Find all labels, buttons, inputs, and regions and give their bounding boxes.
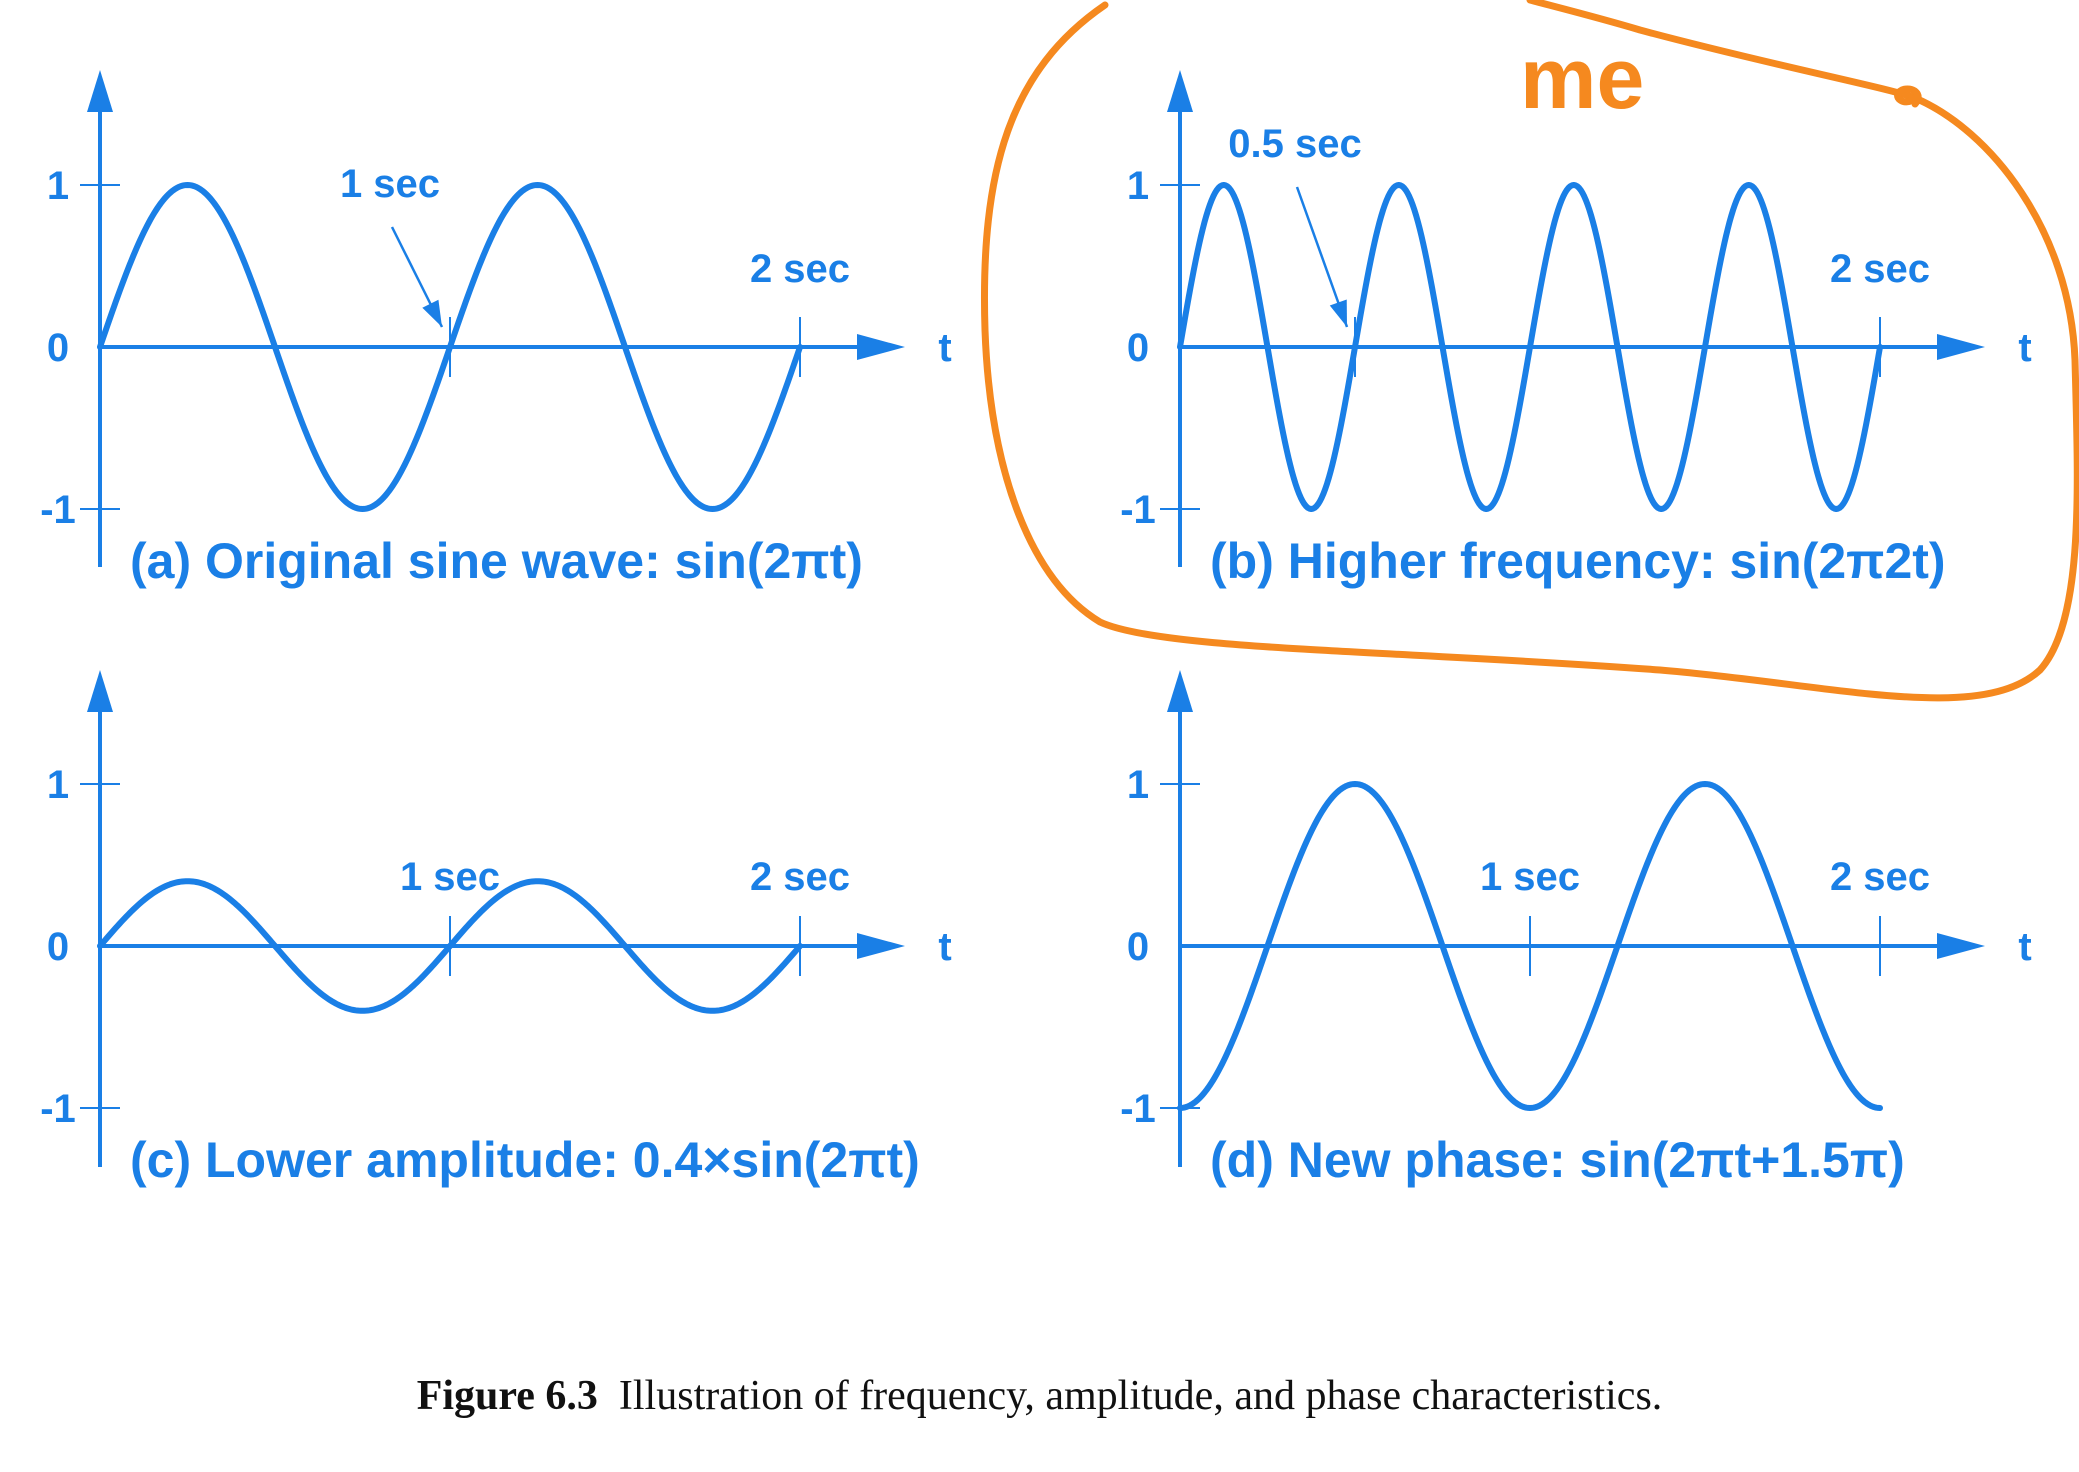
annotation-arrowhead bbox=[1329, 299, 1347, 327]
y-tick-label: -1 bbox=[40, 488, 76, 532]
series-line bbox=[97, 878, 803, 1014]
caption-text: Illustration of frequency, amplitude, an… bbox=[618, 1373, 1663, 1419]
panel-title: (c) Lower amplitude: 0.4×sin(2πt) bbox=[130, 1132, 920, 1188]
annotation-label: 2 sec bbox=[1830, 855, 1930, 899]
x-axis-arrow bbox=[1937, 933, 1985, 959]
series-line bbox=[1177, 182, 1883, 512]
series-line bbox=[97, 182, 803, 512]
chart-panel-d: t 1 0 -1 1 sec 2 sec (d) New phase: sin(2πt+1.… bbox=[1120, 670, 2032, 1188]
series-line bbox=[1177, 781, 1883, 1111]
y-tick-label: 1 bbox=[47, 164, 69, 208]
x-axis-arrow bbox=[857, 334, 905, 360]
y-tick-label: 0 bbox=[47, 326, 69, 370]
panel-title: (d) New phase: sin(2πt+1.5π) bbox=[1210, 1132, 1905, 1188]
y-tick-label: -1 bbox=[1120, 488, 1156, 532]
x-axis-label: t bbox=[2018, 326, 2031, 370]
x-axis-label: t bbox=[938, 925, 951, 969]
chart-panel-c: t 1 0 -1 1 sec 2 sec (c) Lower amplitude: 0.4×… bbox=[40, 670, 952, 1188]
figure-caption: Figure 6.3 Illustration of frequency, am… bbox=[0, 1372, 2079, 1420]
annotation-label: 0.5 sec bbox=[1228, 122, 1361, 166]
x-axis-arrow bbox=[1937, 334, 1985, 360]
y-tick-label: -1 bbox=[1120, 1087, 1156, 1131]
x-axis-label: t bbox=[938, 326, 951, 370]
annotation-label: 1 sec bbox=[1480, 855, 1580, 899]
handwritten-markup: me bbox=[981, 0, 2079, 702]
y-tick-label: 0 bbox=[1127, 925, 1149, 969]
annotation-label: 2 sec bbox=[1830, 247, 1930, 291]
y-tick-label: 0 bbox=[1127, 326, 1149, 370]
annotation-label: 2 sec bbox=[750, 855, 850, 899]
annotation-label: 1 sec bbox=[340, 162, 440, 206]
y-tick-label: 1 bbox=[47, 763, 69, 807]
y-tick-label: 0 bbox=[47, 925, 69, 969]
x-axis-label: t bbox=[2018, 925, 2031, 969]
annotation-label: 2 sec bbox=[750, 247, 850, 291]
annotation-label: 1 sec bbox=[400, 855, 500, 899]
panel-title: (b) Higher frequency: sin(2π2t) bbox=[1210, 533, 1946, 589]
panel-title: (a) Original sine wave: sin(2πt) bbox=[130, 533, 863, 589]
handwritten-note: me bbox=[1520, 31, 1644, 127]
x-axis-arrow bbox=[857, 933, 905, 959]
y-tick-label: 1 bbox=[1127, 164, 1149, 208]
chart-panel-b: t 1 0 -1 0.5 sec 2 sec (b) Higher frequency: s… bbox=[1120, 70, 2032, 589]
y-axis-arrow bbox=[1167, 670, 1193, 712]
y-axis-arrow bbox=[87, 70, 113, 112]
y-tick-label: 1 bbox=[1127, 763, 1149, 807]
caption-label: Figure 6.3 bbox=[416, 1373, 598, 1419]
y-axis-arrow bbox=[87, 670, 113, 712]
annotation-arrowhead bbox=[422, 299, 442, 327]
chart-panel-a: t 1 0 -1 1 sec 2 sec (a) Original sine wave: s… bbox=[40, 70, 952, 589]
chart-panels: t 1 0 -1 1 sec 2 sec (a) Original sine wave: s… bbox=[40, 70, 2032, 1188]
hand-drawn-loop bbox=[1894, 85, 1922, 108]
y-tick-label: -1 bbox=[40, 1087, 76, 1131]
hand-drawn-circle bbox=[981, 0, 2079, 702]
y-axis-arrow bbox=[1167, 70, 1193, 112]
